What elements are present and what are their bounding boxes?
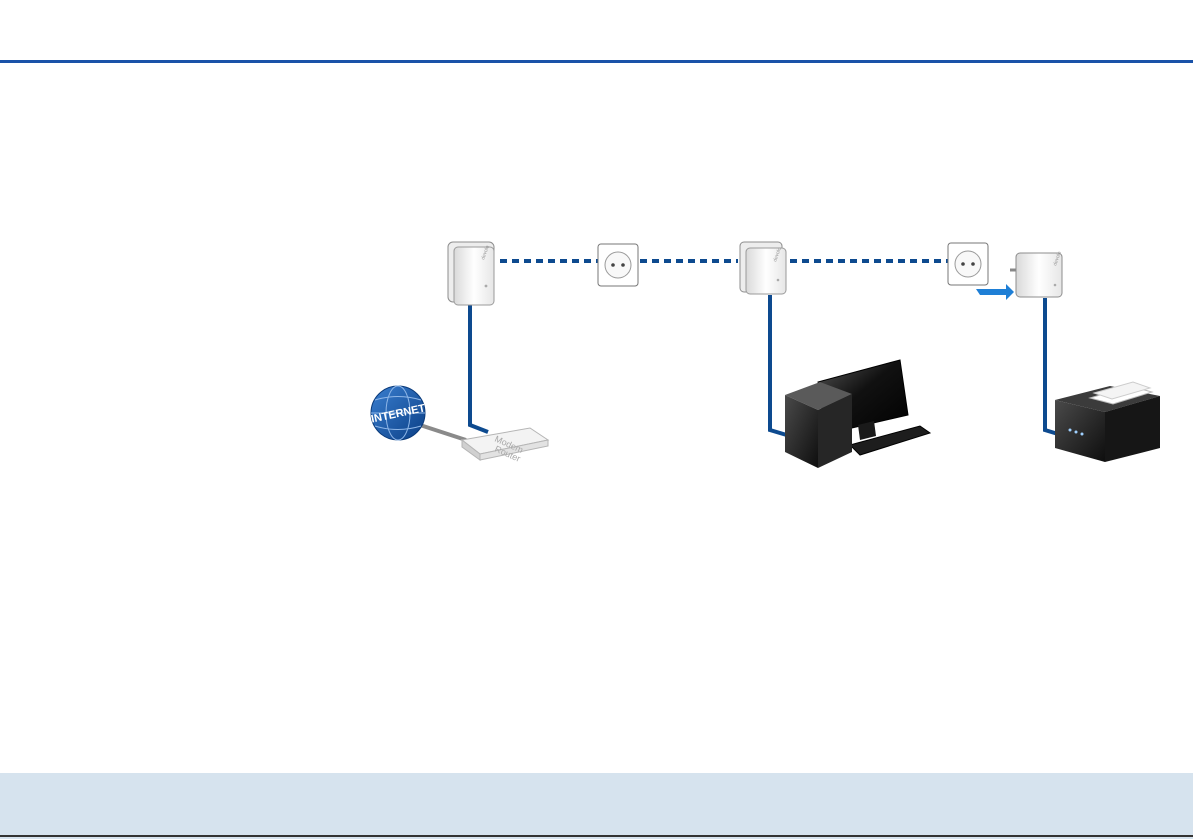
powerline-adapter-icon: devolo <box>1010 251 1063 297</box>
printer-icon <box>1055 382 1160 462</box>
wall-socket-icon <box>598 244 638 286</box>
ethernet-cables <box>470 295 1058 436</box>
footer-band <box>0 773 1193 839</box>
desktop-computer-icon <box>785 360 930 468</box>
internet-globe-icon: INTERNET <box>370 386 466 440</box>
ethernet-cable <box>470 305 488 432</box>
powerline-adapter-icon: devolo <box>740 242 786 294</box>
powerline-adapter-icon: devolo <box>448 242 494 305</box>
wall-socket-icon <box>948 243 988 285</box>
modem-router-icon: Modem Router <box>462 428 548 464</box>
plug-in-arrow-icon <box>976 284 1014 300</box>
footer-rule <box>0 835 1193 837</box>
